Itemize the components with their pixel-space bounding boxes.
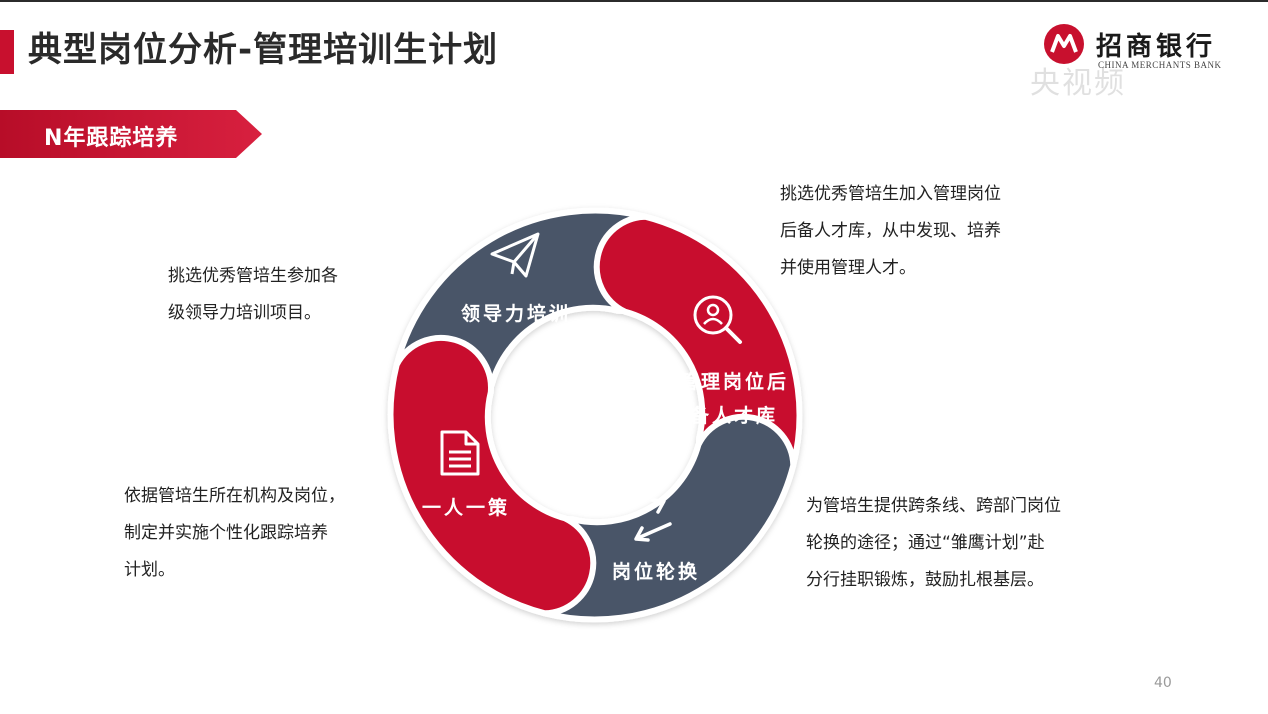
bank-logo-mark [1044,24,1084,64]
segment-bottom-label: 岗位轮换 [611,561,700,583]
section-banner-label: N年跟踪培养 [44,126,179,151]
segment-left [387,334,597,617]
paper-plane-icon [490,232,540,278]
bank-logo-name: 招商银行 [1096,32,1217,62]
swap-arrows-icon [628,498,672,542]
top-rule [0,0,1268,2]
description-bottom: 为管培生提供跨条线、跨部门岗位 轮换的途径；通过“雏鹰计划”赴 分行挂职锻炼，鼓… [806,496,1061,590]
description-top: 挑选优秀管培生参加各 级领导力培训项目。 [168,266,338,323]
cycle-ring [387,207,803,623]
watermark: 央视频 [1030,66,1126,101]
segment-right-label-line2: 备人才库 [689,405,778,427]
page-number: 40 [1154,675,1172,691]
segment-right-label-line1: 管理岗位后 [678,371,789,393]
page-title: 典型岗位分析-管理培训生计划 [28,30,499,70]
section-banner [0,110,262,158]
person-search-icon [693,295,742,344]
document-icon [440,430,480,476]
cycle-diagram: 领导力培训 管理岗位后 备人才库 岗位轮换 一人一策 [380,200,810,630]
description-left: 依据管培生所在机构及岗位， 制定并实施个性化跟踪培养 计划。 [124,486,345,580]
bank-logo: 招商银行 CHINA MERCHANTS BANK [1044,22,1234,102]
segment-top-label: 领导力培训 [460,303,571,325]
description-right: 挑选优秀管培生加入管理岗位 后备人才库，从中发现、培养 并使用管理人才。 [780,184,1001,278]
title-accent-bar [0,30,14,74]
bank-logo-english: CHINA MERCHANTS BANK [1098,60,1222,70]
segment-left-label: 一人一策 [421,497,510,519]
